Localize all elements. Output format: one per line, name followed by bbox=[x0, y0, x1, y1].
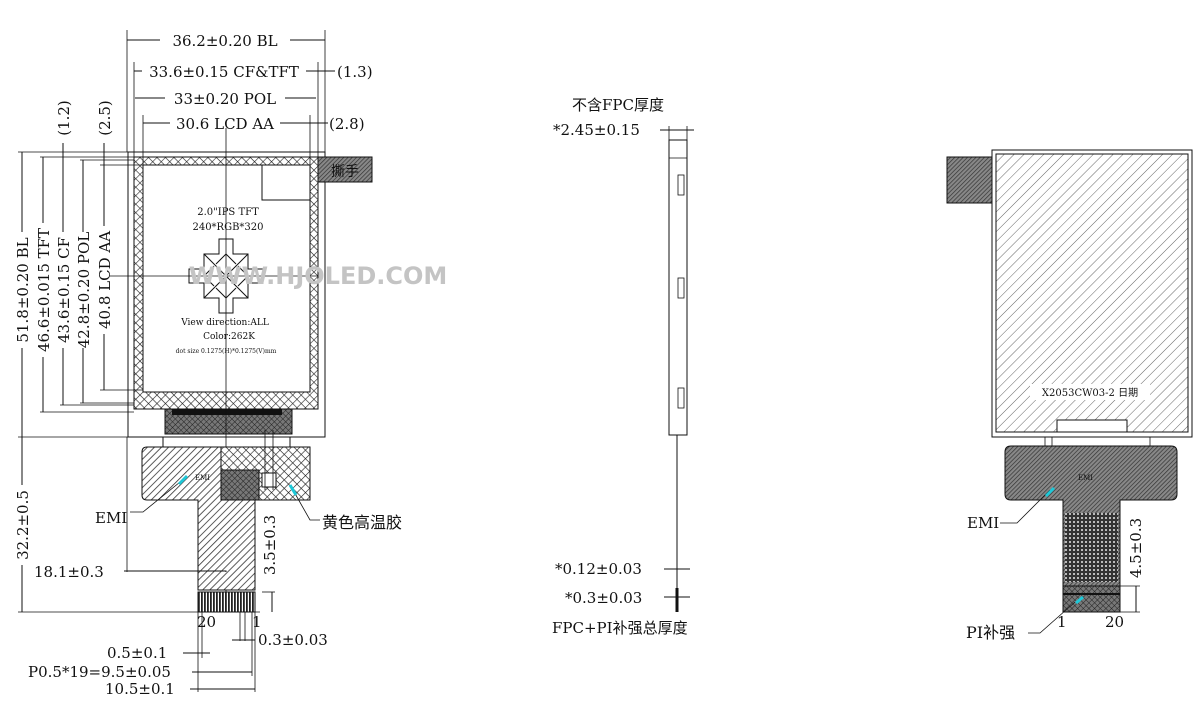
front-view: 撕手 2.0"IPS TFT 240*RGB*320 View directio… bbox=[14, 30, 447, 698]
back-emi-arrow-icon bbox=[1044, 486, 1056, 498]
tear-tab-label: 撕手 bbox=[331, 164, 359, 180]
dim-fpc-length: 32.2±0.5 bbox=[14, 490, 32, 560]
tab-outline bbox=[261, 164, 311, 201]
module-side-profile bbox=[668, 139, 688, 436]
dim-fpc-center: 18.1±0.3 bbox=[34, 563, 104, 581]
component bbox=[261, 472, 277, 488]
screen-view-direction: View direction:ALL bbox=[180, 318, 269, 328]
pi-arrow-icon bbox=[1075, 595, 1084, 605]
side-note-bottom: FPC+PI补强总厚度 bbox=[552, 619, 688, 637]
backlight-outline bbox=[127, 151, 326, 438]
side-note-top: 不含FPC厚度 bbox=[572, 96, 664, 114]
dim-cf-tft-width: 33.6±0.15 CF&TFT bbox=[149, 63, 299, 81]
back-emi-leader bbox=[1000, 489, 1051, 524]
back-view: X2053CW03-2 日期 EMI EMI PI补强 1 20 4.5±0.3 bbox=[946, 149, 1193, 642]
left-dimensions: 51.8±0.20 BL 46.6±0.015 TFT 43.6±0.15 CF… bbox=[14, 100, 260, 613]
side-pi-thickness: *0.3±0.03 bbox=[565, 589, 642, 607]
dim-stiffener-height: 3.5±0.3 bbox=[261, 515, 279, 575]
dim-bl-height: 51.8±0.20 BL bbox=[14, 237, 32, 342]
fpc-gold-fingers[interactable] bbox=[197, 591, 256, 613]
dim-aa-offset: (2.8) bbox=[329, 115, 365, 133]
side-thickness: *2.45±0.15 bbox=[553, 121, 640, 139]
dim-offset-1: (1.2) bbox=[55, 100, 73, 136]
pi-leader bbox=[1028, 601, 1076, 634]
dim-pol-width: 33±0.20 POL bbox=[174, 90, 276, 108]
screen-title: 2.0"IPS TFT bbox=[197, 207, 259, 218]
glue-leader bbox=[292, 489, 320, 521]
emi-leader bbox=[130, 477, 186, 513]
dim-lcd-aa-width: 30.6 LCD AA bbox=[176, 115, 274, 133]
emi-label: EMI bbox=[95, 509, 127, 527]
glue-label: 黄色高温胶 bbox=[322, 513, 402, 532]
back-window bbox=[1056, 419, 1128, 433]
back-stiffener-pattern bbox=[1065, 513, 1118, 582]
dim-bl-width: 36.2±0.20 BL bbox=[172, 32, 277, 50]
back-label-plate bbox=[1030, 384, 1150, 400]
dim-pin-width: 0.3±0.03 bbox=[258, 631, 328, 649]
dim-offset-2: (2.5) bbox=[96, 100, 114, 136]
dim-edge-offset: 0.5±0.1 bbox=[107, 644, 167, 662]
screen-resolution: 240*RGB*320 bbox=[192, 222, 263, 233]
back-stiffener-height: 4.5±0.3 bbox=[1127, 518, 1145, 578]
emi-small-label: EMI bbox=[195, 474, 210, 482]
pin-20-label: 20 bbox=[197, 613, 216, 631]
back-pin-1: 1 bbox=[1057, 613, 1067, 631]
dim-cf-height: 43.6±0.15 CF bbox=[55, 237, 73, 343]
glue-arrow-icon bbox=[288, 484, 298, 496]
side-fpc-thickness: *0.12±0.03 bbox=[555, 560, 642, 578]
emi-arrow-icon bbox=[177, 474, 189, 486]
screen-color: Color:262K bbox=[203, 332, 255, 342]
back-emi-small: EMI bbox=[1078, 474, 1093, 482]
dim-total-width: 10.5±0.1 bbox=[105, 680, 175, 698]
fpc-dimensions: 3.5±0.3 20 1 0.3±0.03 0.5±0.1 P0.5*19=9.… bbox=[28, 515, 328, 698]
back-emi-label: EMI bbox=[967, 514, 999, 532]
dim-tft-height: 46.6±0.015 TFT bbox=[35, 228, 53, 352]
pi-stiffener bbox=[1062, 585, 1121, 613]
top-dimensions: 36.2±0.20 BL 33.6±0.15 CF&TFT (1.3) 33±0… bbox=[126, 30, 373, 165]
dim-lcd-aa-height: 40.8 LCD AA bbox=[96, 231, 114, 329]
back-label: X2053CW03-2 日期 bbox=[1042, 387, 1138, 399]
pin-1-label: 1 bbox=[252, 613, 262, 631]
ic-bar bbox=[172, 409, 282, 415]
dim-pol-height: 42.8±0.20 POL bbox=[75, 232, 93, 349]
dim-cf-offset: (1.3) bbox=[337, 63, 373, 81]
back-pin-20: 20 bbox=[1105, 613, 1124, 631]
dim-pitch: P0.5*19=9.5±0.05 bbox=[28, 663, 171, 681]
back-tear-tab bbox=[946, 156, 996, 204]
watermark: WWW.HJOLED.COM bbox=[189, 262, 448, 290]
tear-tab[interactable] bbox=[317, 156, 373, 183]
pi-label: PI补强 bbox=[966, 623, 1015, 642]
side-view: 不含FPC厚度 *2.45±0.15 *0.12±0.03 *0.3±0.03 … bbox=[552, 96, 694, 637]
component-area bbox=[220, 469, 260, 501]
